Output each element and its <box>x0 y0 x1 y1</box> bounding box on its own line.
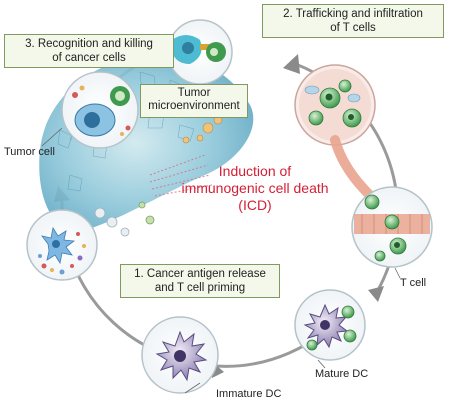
step1-line1: 1. Cancer antigen release <box>134 268 266 280</box>
arrow-to-step3-icon <box>283 54 300 74</box>
step1-box: 1. Cancer antigen release and T cell pri… <box>120 264 280 298</box>
step3-box: 3. Recognition and killing of cancer cel… <box>4 34 174 68</box>
t-cell-label: T cell <box>400 277 427 289</box>
step2-line2: of T cells <box>330 22 376 34</box>
label-leader-lines <box>41 127 401 394</box>
step2-line1: 2. Trafficking and infiltration <box>283 8 423 20</box>
center-line1: Induction of <box>218 163 292 179</box>
tumor-microenvironment-label: Tumor microenvironment <box>140 84 248 118</box>
immature-dc-label: Immature DC <box>216 388 282 400</box>
tcell-synapse-inset <box>167 19 233 85</box>
step2-box: 2. Trafficking and infiltration of T cel… <box>262 4 444 38</box>
center-line3: (ICD) <box>238 197 272 213</box>
dotted-lines <box>149 154 213 197</box>
center-line2: immunogenic cell death <box>181 180 329 196</box>
recognition-inset <box>61 71 139 149</box>
step1-line2: and T cell priming <box>154 282 246 294</box>
center-title: Induction of immunogenic cell death (ICD… <box>165 163 345 214</box>
tcell-vessel-inset <box>351 186 433 268</box>
mature-dc-label: Mature DC <box>315 368 369 380</box>
step3-line1: 3. Recognition and killing <box>25 38 153 50</box>
mature-dc-inset <box>294 289 366 361</box>
tumor-cell-label: Tumor cell <box>4 146 55 158</box>
tumor-env-line2: microenvironment <box>148 100 240 112</box>
step3-line2: of cancer cells <box>52 52 126 64</box>
tumor-env-line1: Tumor <box>177 87 211 99</box>
arrow-to-tcell-icon <box>368 286 384 302</box>
tcell-trafficking-inset <box>294 64 376 146</box>
antigen-release-inset <box>26 209 98 281</box>
immature-dc-inset <box>141 316 219 394</box>
